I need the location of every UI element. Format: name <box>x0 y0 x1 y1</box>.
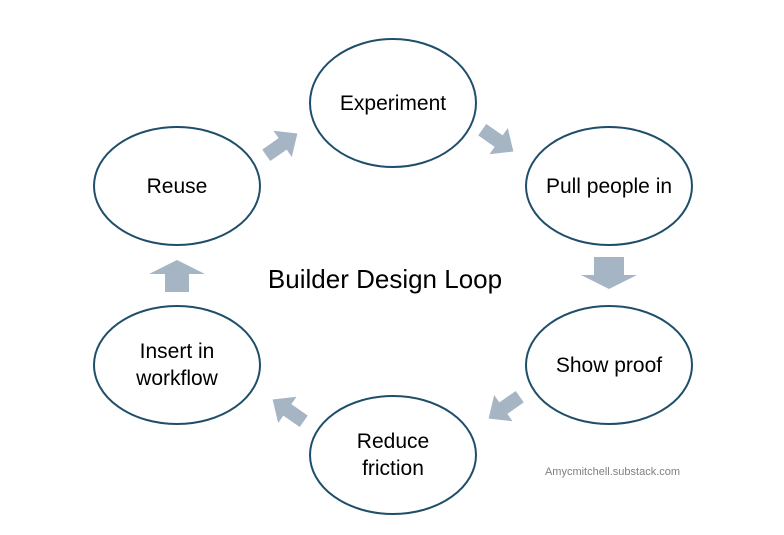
node-show-proof-shape <box>525 305 693 425</box>
node-show-proof-label: Show proof <box>555 353 663 377</box>
arrow-icon-experiment-to-pull <box>478 123 514 155</box>
arrow-icon-pull-to-show <box>581 257 637 289</box>
node-insert-in-workflow-shape <box>93 305 261 425</box>
diagram-title: Builder Design Loop <box>267 264 503 294</box>
arrow-icon-show-to-reduce <box>488 390 524 422</box>
node-pull-people-in-shape <box>525 126 693 246</box>
watermark: Amycmitchell.substack.com <box>544 466 681 478</box>
node-reuse-label: Reuse <box>146 174 208 198</box>
node-experiment-label: Experiment <box>339 91 447 115</box>
arrow-icon-insert-to-reuse <box>149 260 205 292</box>
arrow-icon-reduce-to-insert <box>272 396 308 428</box>
node-reduce-friction-label: Reduce friction <box>356 430 430 480</box>
arrow-icon-reuse-to-experiment <box>262 130 298 162</box>
node-pull-people-in-label: Pull people in <box>545 174 673 198</box>
node-reduce-friction-shape <box>309 395 477 515</box>
node-insert-in-workflow-label: Insert in workflow <box>136 340 218 390</box>
node-reuse-shape <box>93 126 261 246</box>
node-experiment-shape <box>309 38 477 168</box>
